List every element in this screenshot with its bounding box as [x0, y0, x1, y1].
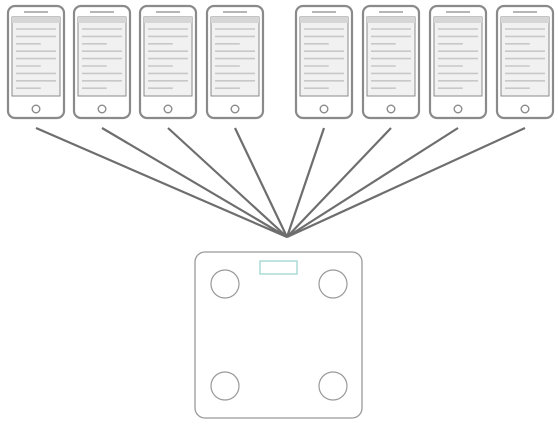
smartphone-icon [361, 4, 421, 120]
smartphone-icon [138, 4, 198, 120]
phone-row [6, 4, 555, 120]
connector-line [35, 126, 288, 239]
smartphone-icon [294, 4, 354, 120]
sensor-pad [318, 269, 348, 299]
sensor-pad [210, 269, 240, 299]
connector-line [285, 127, 326, 238]
connector-line [286, 127, 392, 238]
connector-line [167, 127, 288, 238]
smart-scale-icon [194, 251, 363, 419]
scale-display [259, 260, 298, 275]
smartphone-icon [205, 4, 265, 120]
sensor-pad [210, 371, 240, 401]
sensor-pad [318, 371, 348, 401]
connector-line [286, 126, 526, 239]
connector-line [286, 127, 459, 238]
smartphone-icon [6, 4, 66, 120]
scale-body [194, 251, 363, 419]
smartphone-icon [72, 4, 132, 120]
smartphone-icon [495, 4, 555, 120]
connector-line [234, 127, 288, 238]
connector-lines [35, 126, 526, 239]
smartphone-icon [428, 4, 488, 120]
connector-line [101, 127, 288, 238]
